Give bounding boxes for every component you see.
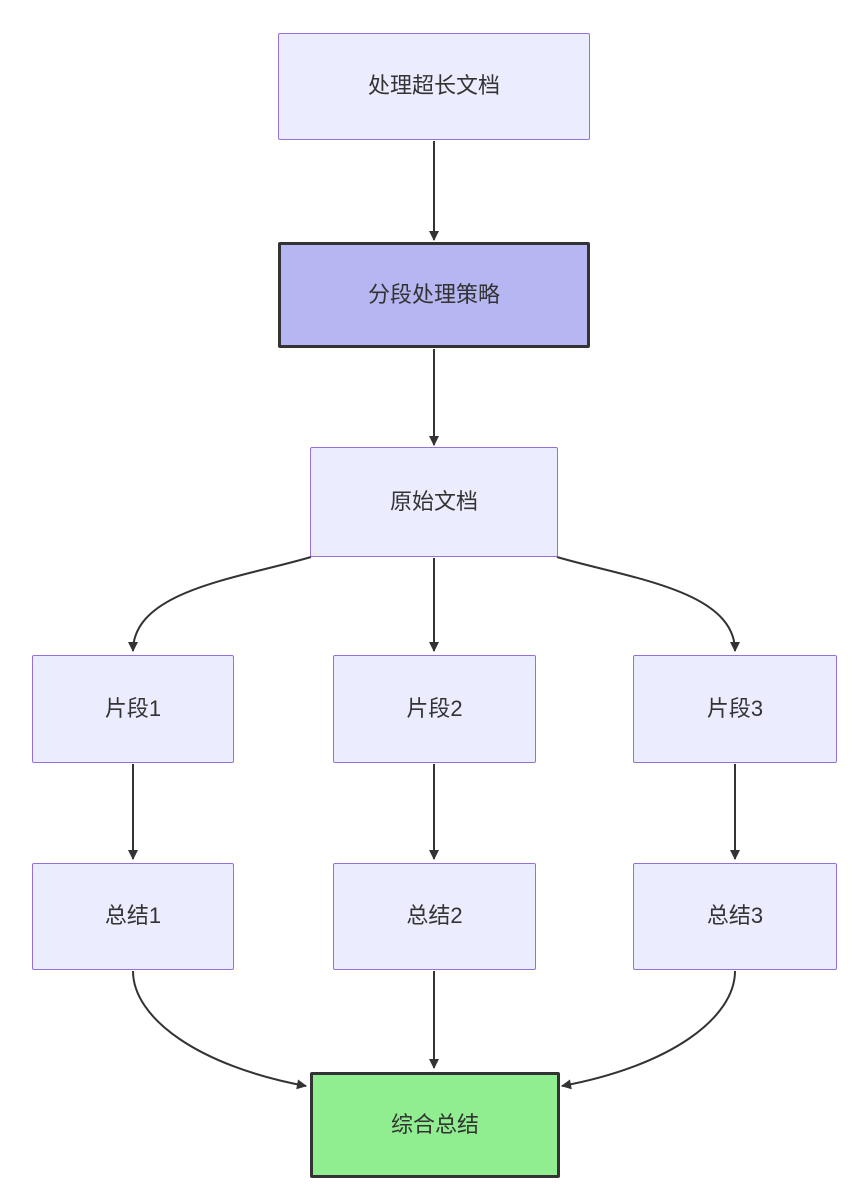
node-fragment-3[interactable]: 片段3 [633,655,837,763]
node-summary-1[interactable]: 总结1 [32,863,234,970]
node-label: 处理超长文档 [367,73,500,99]
node-fragment-2[interactable]: 片段2 [333,655,536,763]
edge-e3-to-f [561,970,736,1090]
node-summary-3[interactable]: 总结3 [633,863,837,970]
node-label: 原始文档 [389,488,478,514]
node-label: 总结2 [406,903,463,929]
node-process-long-document[interactable]: 处理超长文档 [278,33,590,140]
node-label: 综合总结 [390,1111,479,1137]
node-combined-summary[interactable]: 综合总结 [310,1072,560,1178]
node-fragment-1[interactable]: 片段1 [32,655,234,763]
edge-c-to-d1 [128,556,312,652]
node-label: 总结3 [706,903,764,929]
node-original-document[interactable]: 原始文档 [310,447,558,557]
node-label: 片段2 [406,695,463,721]
node-label: 总结1 [104,903,162,929]
node-label: 片段3 [706,695,764,721]
node-label: 片段1 [104,695,162,721]
node-summary-2[interactable]: 总结2 [333,863,536,970]
node-label: 分段处理策略 [367,281,500,307]
edge-c-to-d3 [556,556,740,652]
edge-e1-to-f [132,970,307,1090]
node-segmented-processing-strategy[interactable]: 分段处理策略 [278,242,590,348]
